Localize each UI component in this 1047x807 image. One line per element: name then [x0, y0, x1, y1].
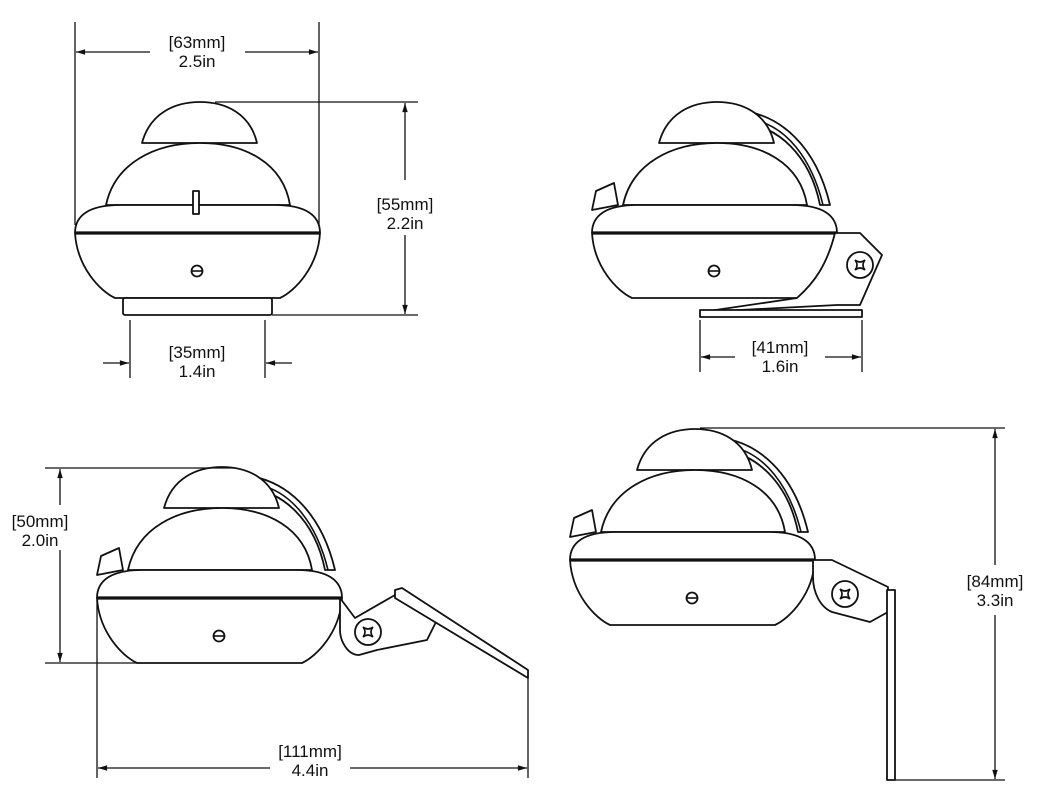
front-base-mm: [35mm]	[169, 343, 226, 362]
vertical-height-mm: [84mm]	[967, 572, 1024, 591]
front-height-in: 2.2in	[387, 214, 424, 233]
angled-length-in: 4.4in	[292, 761, 329, 780]
flat-bracket-in: 1.6in	[762, 357, 799, 376]
side-view-vertical-bracket: [84mm] 3.3in	[568, 427, 1024, 781]
flat-bracket-mm: [41mm]	[752, 338, 809, 357]
front-base-in: 1.4in	[179, 362, 216, 381]
front-width-mm: [63mm]	[169, 33, 226, 52]
side-view-flat-bracket: [41mm] 1.6in	[590, 100, 883, 376]
front-view: [63mm] 2.5in [55mm] 2.2in [35mm] 1.4in	[73, 22, 434, 381]
front-width-in: 2.5in	[179, 52, 216, 71]
angled-height-in: 2.0in	[22, 531, 59, 550]
side-view-angled-bracket: [50mm] 2.0in [111mm] 4.4in	[12, 465, 529, 780]
vertical-height-in: 3.3in	[977, 591, 1014, 610]
front-height-mm: [55mm]	[377, 195, 434, 214]
angled-height-mm: [50mm]	[12, 512, 69, 531]
angled-length-mm: [111mm]	[278, 742, 342, 761]
